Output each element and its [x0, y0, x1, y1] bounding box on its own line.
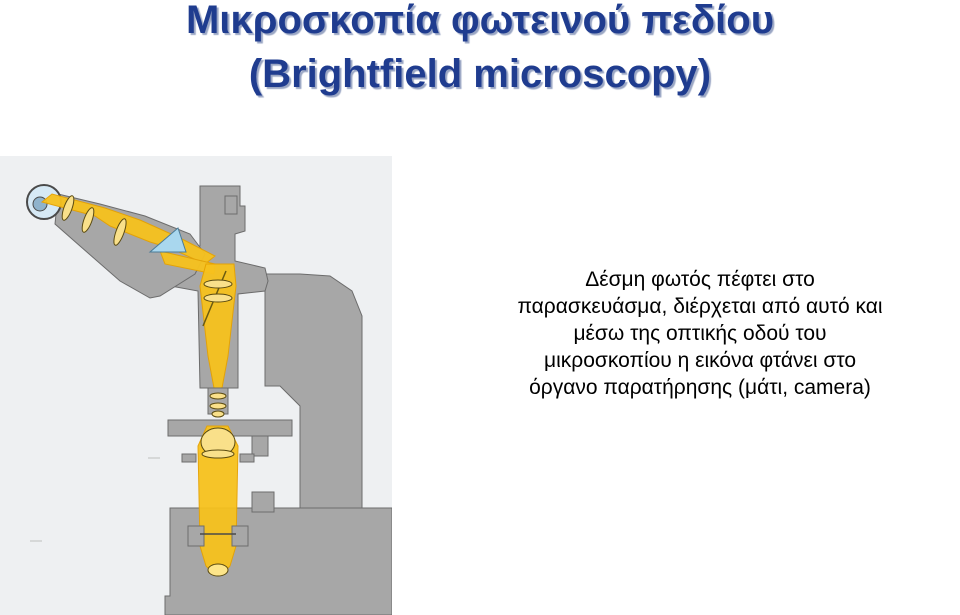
page-title: Μικροσκοπία φωτεινού πεδίου: [0, 0, 960, 43]
diagram-marks: [30, 458, 160, 541]
page-subtitle: (Brightfield microscopy): [0, 52, 960, 97]
description-line: παρασκευάσμα, διέρχεται από αυτό και: [440, 293, 960, 320]
description-line: μέσω της οπτικής οδού του: [440, 320, 960, 347]
light-source-icon: [208, 564, 228, 576]
description-line: μικροσκοπίου η εικόνα φτάνει στο: [440, 347, 960, 374]
description-line: Δέσμη φωτός πέφτει στο: [440, 266, 960, 293]
condenser-icon: [201, 428, 235, 458]
microscope-base: [165, 508, 392, 615]
description-text: Δέσμη φωτός πέφτει στο παρασκευάσμα, διέ…: [440, 266, 960, 401]
microscope-diagram: [0, 156, 392, 615]
microscope-arm: [265, 274, 362, 508]
objective-icon: [208, 388, 228, 417]
description-line: όργανο παρατήρησης (μάτι, camera): [440, 374, 960, 401]
